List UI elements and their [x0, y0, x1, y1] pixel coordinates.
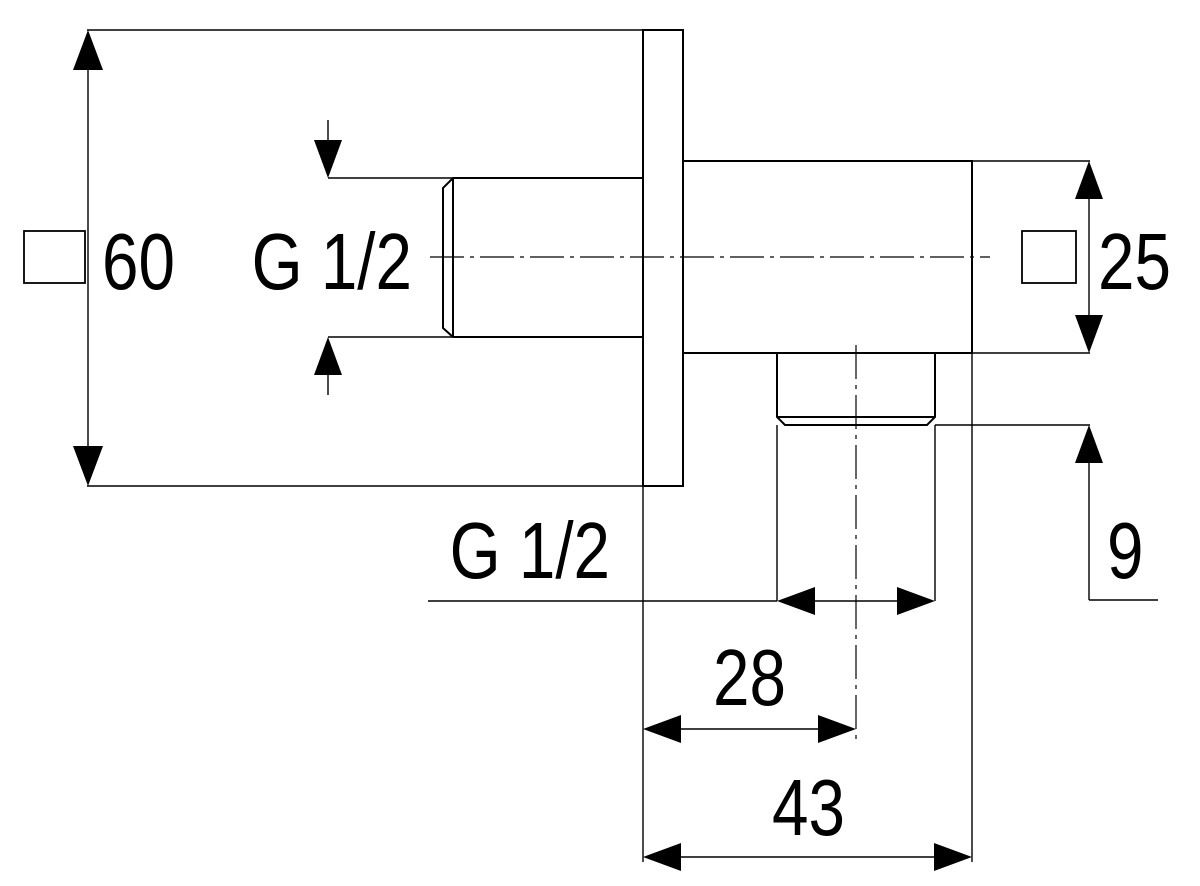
- center-lines: [430, 256, 990, 740]
- flange: [642, 29, 684, 487]
- inlet-thread-label: G 1/2: [252, 217, 412, 307]
- dim-inlet-thread: G 1/2: [252, 120, 453, 395]
- dim-outlet-9: 9: [935, 424, 1158, 601]
- square-body: [682, 160, 973, 354]
- dim-body-25: 25: [972, 160, 1171, 354]
- dim-60-label: 60: [102, 217, 175, 307]
- dim-28-label: 28: [713, 633, 786, 723]
- dim-9-label: 9: [1107, 506, 1143, 596]
- dim-depth-43: 43: [643, 353, 973, 871]
- outlet-thread-label: G 1/2: [450, 506, 610, 596]
- dim-offset-28: 28: [642, 486, 856, 862]
- dim-25-label: 25: [1098, 217, 1171, 307]
- square-symbol: [23, 230, 86, 284]
- dim-flange-60: 60: [23, 29, 643, 487]
- square-symbol: [1021, 230, 1077, 284]
- dim-outlet-thread: G 1/2: [428, 425, 936, 615]
- dim-43-label: 43: [772, 763, 845, 853]
- part-outline: [442, 29, 973, 487]
